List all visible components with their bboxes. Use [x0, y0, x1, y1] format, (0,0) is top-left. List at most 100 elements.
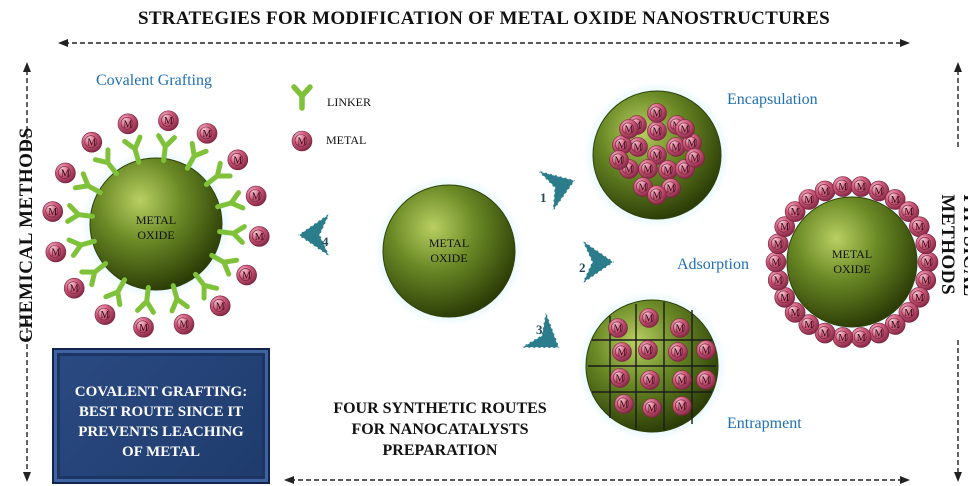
label-encapsulation: Encapsulation [727, 91, 818, 108]
adsorbed-metal-particle: M [765, 251, 787, 273]
adsorbed-metal-particle: M [868, 180, 890, 202]
grafted-metal-particle: M [245, 185, 267, 207]
svg-text:M: M [791, 308, 800, 319]
linker-icon [193, 271, 220, 301]
svg-text:M: M [139, 323, 148, 334]
svg-text:M: M [774, 276, 783, 287]
adsorbed-metal-particle: M [767, 269, 789, 291]
svg-text:M: M [780, 222, 789, 233]
grafted-metal-particle: M [94, 304, 116, 325]
linker-icon [103, 277, 128, 308]
encapsulated-metal-particle: M [675, 119, 695, 139]
grafted-metal-particle: M [227, 149, 249, 171]
adsorbed-metal-particle: M [774, 216, 796, 237]
svg-text:M: M [124, 119, 133, 130]
svg-text:M: M [891, 195, 900, 206]
svg-text:M: M [676, 323, 685, 334]
svg-text:M: M [653, 108, 662, 119]
svg-text:M: M [164, 116, 173, 127]
svg-text:M: M [653, 190, 662, 201]
side-label-physical-methods: PHYSICAL METHODS [937, 194, 968, 296]
encapsulated-metal-particle: M [619, 119, 639, 139]
svg-text:M: M [639, 182, 648, 193]
route-number-2: 2 [579, 260, 586, 275]
linker-icon [203, 160, 233, 187]
label-adsorption: Adsorption [677, 256, 749, 273]
svg-text:M: M [904, 207, 913, 218]
legend-linker-icon [291, 84, 313, 111]
grafted-metal-particle: M [173, 313, 195, 335]
svg-text:M: M [904, 308, 913, 319]
grafted-metal-particle: M [196, 123, 218, 144]
grafted-metal-particle: M [42, 201, 64, 222]
legend-metal-label: METAL [326, 133, 367, 147]
route-arrow-1 [535, 169, 577, 215]
svg-text:M: M [616, 373, 625, 384]
adsorbed-metal-particle: M [868, 322, 890, 344]
svg-text:M: M [772, 258, 781, 269]
encapsulated-metal-particle: M [647, 185, 667, 205]
side-label-chemical-methods: CHEMICAL METHODS [16, 127, 37, 343]
entrapped-metal-particle: M [608, 318, 628, 338]
svg-text:M: M [51, 248, 60, 259]
adsorbed-metal-particle: M [908, 216, 930, 237]
svg-text:M: M [87, 138, 96, 149]
linker-icon [217, 224, 247, 245]
adsorbed-metal-particle: M [850, 176, 872, 197]
label-entrapment: Entrapment [727, 415, 802, 432]
routes-caption: FOUR SYNTHETIC ROUTES FOR NANOCATALYSTS … [333, 400, 547, 459]
adsorbed-metal-particle: M [832, 176, 854, 197]
adsorbed-metal-particle: M [798, 189, 820, 210]
entrapped-metal-particle: M [640, 370, 660, 390]
svg-text:M: M [688, 138, 697, 149]
svg-text:M: M [678, 401, 687, 412]
svg-text:M: M [101, 310, 110, 321]
grafted-metal-particle: M [236, 264, 257, 286]
entrapped-metal-particle: M [614, 394, 634, 414]
svg-text:M: M [70, 284, 79, 295]
entrapped-metal-particle: M [639, 308, 659, 328]
adsorbed-metal-particle: M [784, 201, 806, 222]
entrapped-metal-particle: M [696, 370, 716, 390]
svg-text:M: M [242, 271, 251, 282]
entrapment-grid [588, 302, 716, 430]
svg-text:M: M [774, 239, 783, 250]
grafted-metal-particle: M [63, 277, 85, 299]
svg-text:M: M [681, 164, 690, 175]
svg-text:M: M [681, 124, 690, 135]
svg-text:M: M [664, 165, 673, 176]
linker-icon [135, 285, 156, 315]
encapsulated-metal-particle: M [685, 148, 705, 168]
route-number-3: 3 [536, 322, 543, 337]
svg-text:M: M [252, 191, 261, 202]
svg-text:M: M [791, 207, 800, 218]
svg-text:M: M [620, 399, 629, 410]
entrapped-metal-particle: M [696, 340, 716, 360]
svg-text:M: M [874, 329, 883, 340]
adsorbed-metal-particle: M [850, 327, 872, 348]
encapsulated-metal-particle: M [612, 135, 632, 155]
encapsulated-metal-particle: M [638, 159, 658, 179]
svg-text:M: M [821, 186, 830, 197]
linker-icon [184, 140, 209, 171]
svg-text:M: M [614, 323, 623, 334]
grafted-metal-particle: M [248, 226, 270, 247]
svg-text:M: M [644, 345, 653, 356]
covalent-grafting-note-box: COVALENT GRAFTING: BEST ROUTE SINCE IT P… [52, 348, 270, 484]
encapsulated-metal-particle: M [666, 137, 686, 157]
svg-text:M: M [804, 320, 813, 331]
svg-text:M: M [821, 329, 830, 340]
adsorbed-metal-particle: M [898, 201, 920, 222]
metal-oxide-core-center [382, 184, 516, 318]
svg-text:M: M [921, 276, 930, 287]
metal-oxide-core-grafted [89, 157, 223, 291]
diagram-title: STRATEGIES FOR MODIFICATION OF METAL OXI… [137, 8, 831, 29]
route-arrow-4 [296, 210, 332, 260]
grafted-metal-particle: M [117, 113, 139, 135]
svg-text:M: M [615, 155, 624, 166]
encapsulated-metal-particle: M [658, 160, 678, 180]
svg-text:M: M [857, 182, 866, 193]
adsorbed-metal-particle: M [832, 327, 854, 348]
